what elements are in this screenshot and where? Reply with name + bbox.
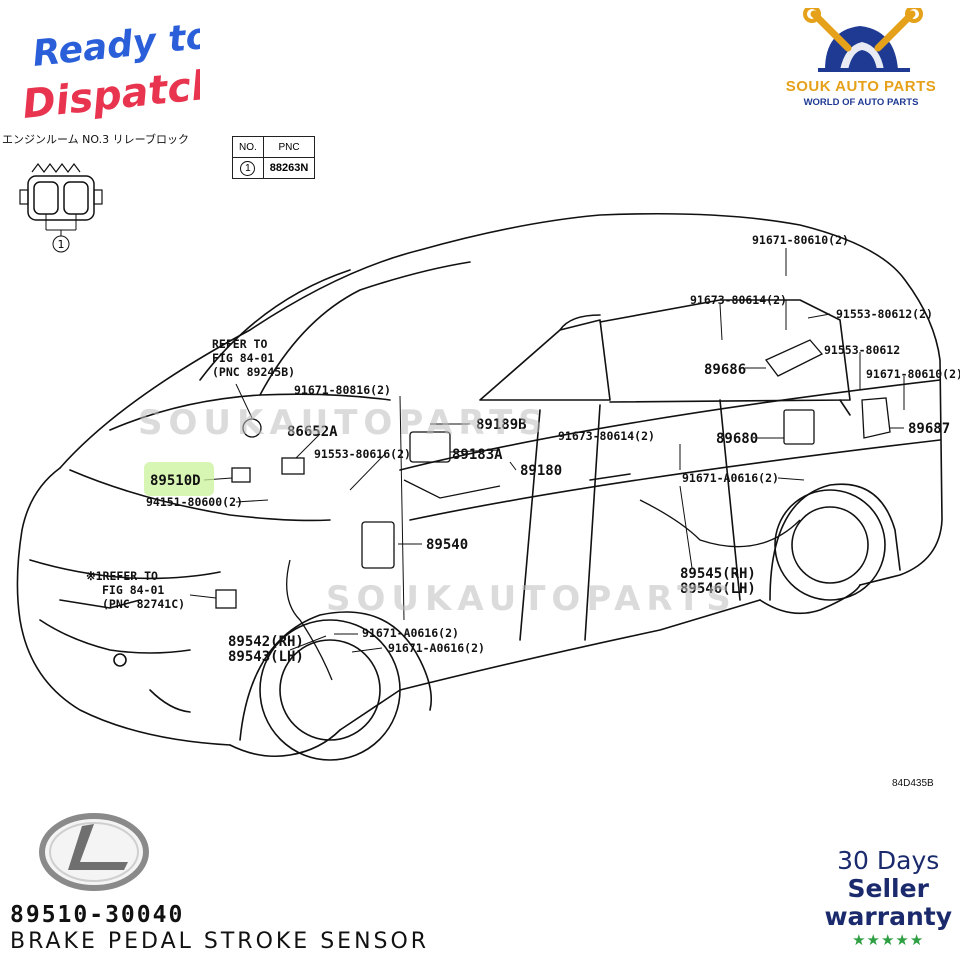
ecu-89540-glyph xyxy=(361,521,395,569)
callout-89680: 89680 xyxy=(716,431,758,447)
warranty-line3: warranty xyxy=(824,902,952,931)
callout-89543: 89543(LH) xyxy=(228,649,304,665)
callout-91671-80610-right: 91671-80610(2) xyxy=(866,367,960,381)
sensor-89183a-glyph xyxy=(409,431,451,463)
ready-to-dispatch-badge: Ready to Dispatch xyxy=(20,22,200,128)
connector-icon: 1 xyxy=(19,163,103,253)
callout-91671-a0616-front-a: 91671-A0616(2) xyxy=(362,626,459,640)
warranty-line1: 30 Days xyxy=(837,846,940,875)
callout-91673-80614-mid: 91673-80614(2) xyxy=(558,429,655,443)
callout-91553-80612-top: 91553-80612(2) xyxy=(836,307,933,321)
refer-82741c-line2: FIG 84-01 xyxy=(102,583,164,597)
callout-91671-a0616-rear: 91671-A0616(2) xyxy=(682,471,779,485)
harness-rear-glyph xyxy=(639,499,801,548)
harness-front-glyph xyxy=(286,559,333,681)
product-part-number: 89510-30040 xyxy=(10,902,185,928)
sensor-89510d-glyph xyxy=(231,467,251,483)
sensor-89245b-glyph xyxy=(242,418,262,438)
watermark-top: SOUKAUTOPARTS xyxy=(138,403,549,443)
warranty-stars-icon: ★★★★★ xyxy=(852,931,925,949)
callout-89546: 89546(LH) xyxy=(680,581,756,597)
callout-89189b: 89189B xyxy=(476,417,527,433)
connector-callout: 1 xyxy=(58,238,65,251)
warranty-badge: 30 Days Seller warranty ★★★★★ xyxy=(824,846,952,949)
bracket-89687-glyph xyxy=(861,397,891,439)
sensor-82741c-glyph xyxy=(215,589,237,609)
component-glyphs xyxy=(215,339,891,681)
relay-86652a-glyph xyxy=(281,457,305,475)
callout-91673-80614-top: 91673-80614(2) xyxy=(690,293,787,307)
diagram-ref-code: 84D435B xyxy=(892,778,934,789)
callout-89542: 89542(RH) xyxy=(228,634,304,650)
callout-94151-80600: 94151-80600(2) xyxy=(146,495,243,509)
callout-86652a: 86652A xyxy=(287,424,338,440)
lexus-logo-icon xyxy=(39,813,149,891)
vehicle-outline xyxy=(16,212,943,761)
refer-89245b-line1: REFER TO xyxy=(212,337,267,351)
target-part-highlight xyxy=(144,462,214,496)
callout-89183a: 89183A xyxy=(452,447,503,463)
refer-89245b-line2: FIG 84-01 xyxy=(212,351,274,365)
product-description: BRAKE PEDAL STROKE SENSOR xyxy=(10,929,430,954)
watermark-mid: SOUKAUTOPARTS xyxy=(326,579,737,619)
callout-91671-80610-top: 91671-80610(2) xyxy=(752,233,849,247)
callout-89545: 89545(RH) xyxy=(680,566,756,582)
refer-89245b-line3: (PNC 89245B) xyxy=(212,365,295,379)
callout-89686: 89686 xyxy=(704,362,746,378)
relay-block-label: エンジンルーム NO.3 リレーブロック xyxy=(2,133,189,146)
callout-91671-80816: 91671-80816(2) xyxy=(294,383,391,397)
bracket-89686-glyph xyxy=(764,339,824,377)
pnc-table: NO. PNC 1 88263N xyxy=(232,136,316,179)
ecu-89680-glyph xyxy=(783,409,815,445)
souk-logo-icon xyxy=(803,8,923,72)
bracket-89180-glyph xyxy=(403,479,501,499)
refer-82741c-line3: (PNC 82741C) xyxy=(102,597,185,611)
brand-name: SOUK AUTO PARTS xyxy=(785,78,937,95)
callout-89687: 89687 xyxy=(908,421,950,437)
callout-91553-80612-mid: 91553-80612 xyxy=(824,343,900,357)
callout-91553-80616: 91553-80616(2) xyxy=(314,447,411,461)
pnc-table-row-pnc: 88263N xyxy=(262,157,316,179)
callout-89540: 89540 xyxy=(426,537,468,553)
pnc-row-number: 1 xyxy=(240,160,256,176)
brand-tagline: WORLD OF AUTO PARTS xyxy=(803,97,919,108)
callout-91671-a0616-front-b: 91671-A0616(2) xyxy=(388,641,485,655)
callout-89180: 89180 xyxy=(520,463,562,479)
refer-82741c-line1: ※1REFER TO xyxy=(86,569,158,583)
leader-lines xyxy=(189,248,905,653)
callout-89510d: 89510D xyxy=(150,473,201,489)
pnc-table-row-no: 1 xyxy=(232,157,264,179)
warranty-line2: Seller xyxy=(847,874,929,903)
